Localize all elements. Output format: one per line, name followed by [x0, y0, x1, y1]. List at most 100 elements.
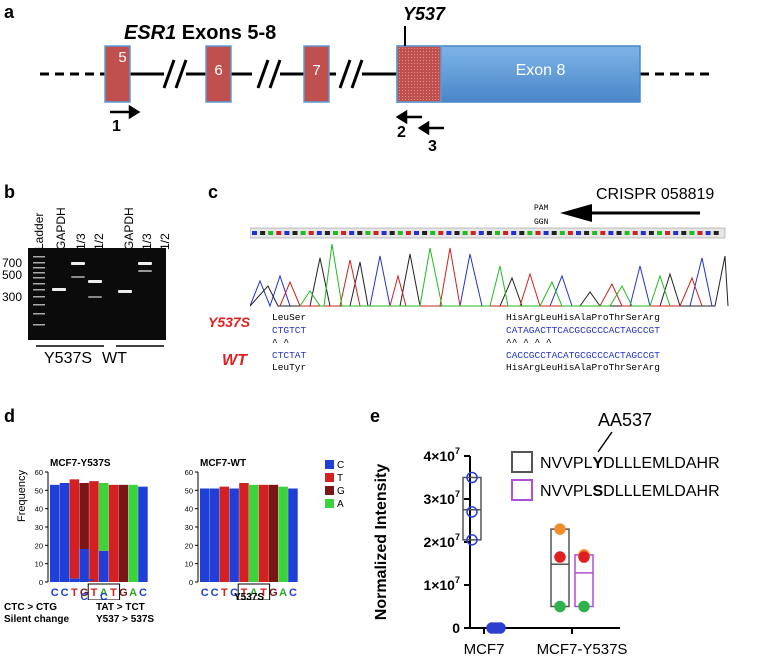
wt-protein-right: HisArgLeuHisAlaProThrSerArg	[506, 362, 660, 373]
bar-A	[128, 484, 138, 582]
y537s-dna-left: CTGTCT	[272, 324, 307, 336]
bar-C	[50, 484, 60, 582]
lane-gapdh-2: GAPDH	[122, 207, 136, 250]
sequence-base-mark	[365, 231, 371, 235]
d-notes-right: TAT > TCT Y537 > 537S	[96, 602, 154, 626]
chromatogram	[250, 204, 729, 308]
sequence-base-mark	[414, 231, 419, 235]
codon-box	[87, 583, 121, 600]
exon-5-label: 5	[118, 49, 127, 66]
sequence-base-mark	[495, 231, 500, 235]
y537s-protein-right: HisArgLeuHisAlaProThrSerArg	[506, 312, 660, 323]
y537s-dna-right: CATAGACTTCACGCGCCCACTAGCCGT	[506, 324, 660, 336]
sequence-base-mark	[592, 231, 598, 235]
base-label: A	[100, 587, 108, 599]
y-tick-label: 10	[185, 560, 193, 569]
range-box	[550, 528, 570, 608]
sequence-base-mark	[697, 231, 703, 235]
y-tick-label: 20	[35, 541, 43, 550]
d-notes-left: CTC > CTG Silent change	[4, 602, 69, 626]
sequence-base-mark	[551, 231, 557, 235]
sequence-right: HisArgLeuHisAlaProThrSerArg CATAGACTTCAC…	[506, 312, 660, 375]
row-wt-label: WT	[222, 352, 247, 369]
range-box	[462, 476, 482, 541]
codon-box	[237, 583, 271, 600]
y-tick-label: 60	[185, 468, 193, 477]
wt-protein-left: LeuTyr	[272, 362, 307, 373]
legend-label: A	[337, 499, 344, 510]
sequence-base-mark	[292, 231, 298, 235]
base-label: C	[139, 587, 147, 599]
pam-label: PAM	[534, 204, 549, 213]
bar-T	[69, 479, 80, 579]
bar-A	[249, 484, 259, 582]
sequence-base-mark	[276, 231, 282, 235]
crispr-label: CRISPR 058819	[596, 186, 715, 203]
legend-swatch	[325, 473, 334, 482]
sequence-base-mark	[673, 231, 679, 235]
exon-6-label: 6	[214, 62, 223, 79]
base-label: C	[211, 587, 219, 599]
group-underlines	[36, 345, 164, 347]
y-tick-label: 50	[35, 486, 43, 495]
marker-700: 700	[2, 256, 23, 270]
chart-title: MCF7-WT	[200, 458, 246, 469]
bar-T	[89, 481, 99, 582]
legend-swatch	[325, 460, 334, 469]
primer-2-label: 2	[397, 124, 406, 141]
sequence-base-mark	[567, 231, 573, 235]
sequence-base-mark	[405, 231, 411, 235]
exon-range: Exons 5-8	[176, 22, 277, 44]
sequence-base-mark	[519, 231, 525, 235]
y537-region	[396, 45, 442, 103]
bar-T	[258, 484, 269, 582]
sequence-base-mark	[284, 231, 290, 235]
data-point	[554, 523, 566, 535]
bar-C	[99, 550, 109, 582]
exon-5-box	[104, 45, 131, 103]
sequence-base-mark	[446, 231, 452, 235]
sequence-base-mark	[470, 231, 476, 235]
bar-G	[268, 484, 279, 582]
exon-7-label: 7	[312, 62, 321, 79]
base-label: A	[279, 587, 287, 599]
y-tick-label: 40	[35, 505, 43, 514]
data-point	[494, 622, 506, 634]
group-wt: WT	[102, 350, 127, 367]
mutation-label: Y537	[403, 4, 446, 24]
bar-C	[59, 483, 70, 582]
sequence-base-mark	[462, 231, 468, 235]
e-x-label-y537s: MCF7-Y537S	[537, 641, 628, 658]
y-tick-label: 40	[185, 505, 193, 514]
base-label: A	[250, 587, 258, 599]
base-label: T	[221, 587, 228, 599]
exon-6-box	[205, 45, 232, 103]
bar-C	[288, 488, 298, 582]
sequence-base-mark	[324, 231, 330, 235]
sequence-base-mark	[527, 231, 533, 235]
marker-500: 500	[2, 268, 23, 282]
sequence-base-mark	[430, 231, 436, 235]
mismatch-right: ^^ ^ ^ ^	[506, 337, 552, 348]
legend-label: C	[337, 460, 344, 471]
base-label: C	[289, 587, 297, 599]
bar-T	[239, 483, 249, 582]
e-y-tick-label: 0	[452, 620, 460, 636]
bar-T	[219, 486, 230, 582]
e-y-tick-label: 4×107	[423, 446, 460, 464]
intensity-scatter-chart: Normalized Intensity01×1072×1073×1074×10…	[373, 410, 720, 658]
e-y-tick-label: 3×107	[423, 489, 460, 507]
gel-image	[28, 248, 166, 340]
sequence-base-mark	[300, 231, 306, 235]
gene-structure-diagram	[40, 26, 710, 136]
sequence-base-mark	[252, 231, 257, 235]
group-y537s: Y537S	[44, 350, 93, 367]
sequence-base-mark	[503, 231, 509, 235]
sequence-base-mark	[584, 231, 590, 235]
base-label: T	[241, 587, 248, 599]
sequence-base-mark	[640, 231, 646, 235]
chart-title: MCF7-Y537S	[50, 458, 111, 469]
base-label: C	[230, 587, 238, 599]
sequence-left: LeuSer CTGTCT ^ ^ CTCTAT LeuTyr	[272, 312, 306, 375]
